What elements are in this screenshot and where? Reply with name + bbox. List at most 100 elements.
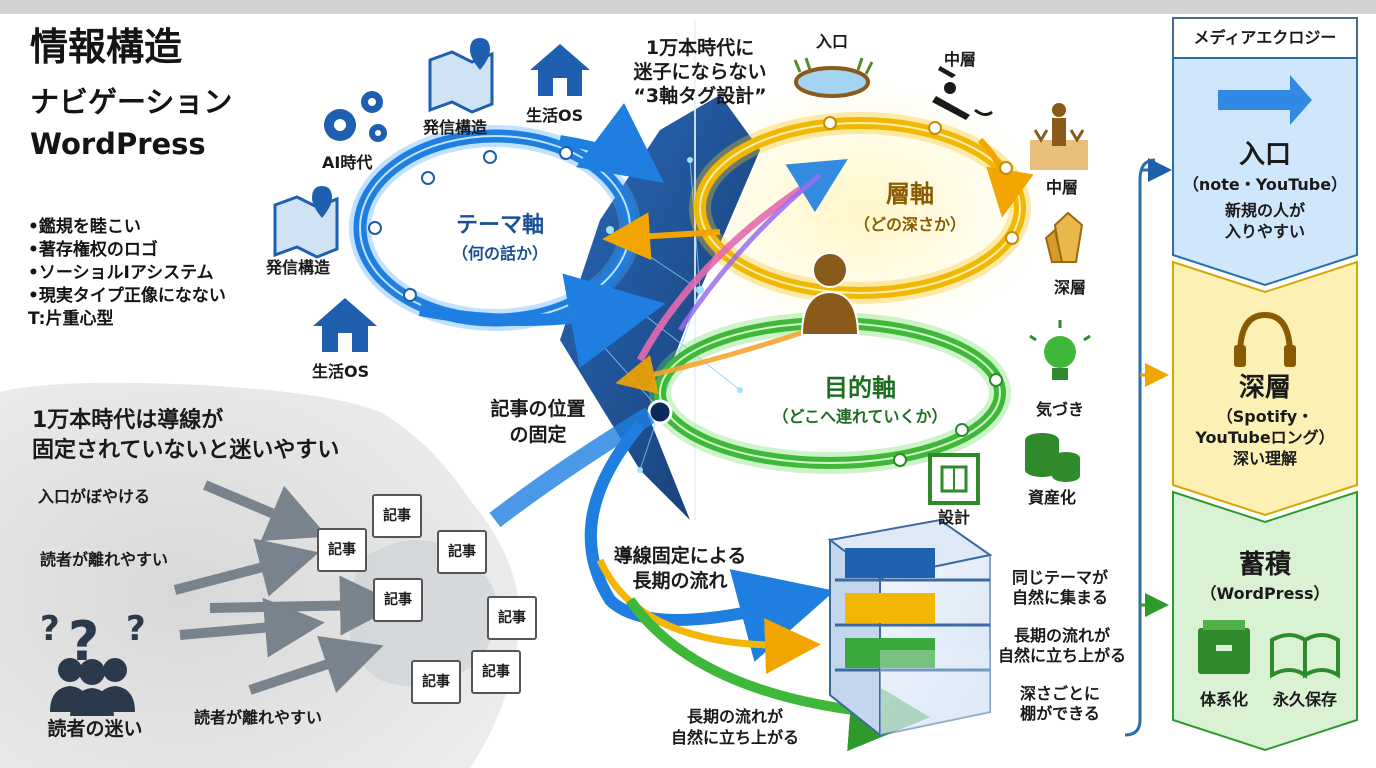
bullet-item: •鑑規を睦こい [28,217,141,237]
top-callout: 1万本時代に 迷子にならない “3軸タグ設計” [633,36,766,108]
shelf-note-line: 長期の流れが [1013,626,1111,645]
house-icon-2 [313,298,377,352]
shelf-note-line: 棚ができる [1020,704,1100,723]
question-readers-icon: ? ? ? [40,609,146,716]
flow-bottom-line: 自然に立ち上がる [670,728,800,747]
layer-node-deep: 深層 [1053,278,1087,297]
theme-node-ai-era: AI時代 [322,153,373,172]
lightbulb-icon [1029,320,1091,380]
confusion-label-entrance-blurred: 入口がぼやける [38,487,151,506]
entrance-desc-line: 新規の人が [1224,201,1306,220]
article-doc: 記事 [471,650,521,694]
coins-icon [1025,433,1080,482]
panel-store-bg [1172,490,1358,752]
blueprint-icon [928,453,980,505]
theme-node-life-os: 生活OS [526,106,584,125]
page-title: 情報構造 [30,25,183,69]
shelf-note-line: 自然に立ち上がる [997,646,1127,665]
entrance-title: 入口 [1238,140,1292,170]
purpose-inner-arrow [615,327,811,395]
page-subtitle: ナビゲーション [30,85,233,119]
confusion-inflow [489,407,655,528]
layer-node-middle: 中層 [943,50,977,69]
theme-axis-arrow-bottom [418,273,666,368]
ecology-header: メディアエクロジー [1193,28,1337,47]
layer-axis-node-dots [823,116,1019,245]
purpose-node-design: 設計 [937,508,971,527]
confusion-arrows [173,480,400,695]
top-callout-line: 迷子にならない [633,61,767,83]
deep-sub: （Spotify・ YouTubeロング） 深い理解 [1195,406,1334,469]
bullet-item: •著存権权のロゴ [28,240,158,260]
theme-node-publishing-structure: 発信構造 [423,118,488,137]
bookshelf [827,518,993,738]
center-point [647,399,673,425]
theme-to-layer-arrow-2 [677,173,822,332]
top-callout-line: “3軸タグ設計” [633,85,767,107]
confusion-heading-line: 1万本時代は導線が [32,408,224,433]
deep-sub-line: YouTubeロング） [1195,428,1335,447]
theme-axis-desc: （何の話か） [451,244,549,263]
panel-entrance-bg [1172,57,1358,287]
ecology-bracket [1124,158,1156,737]
flow-bottom-label: 長期の流れが 自然に立ち上がる [671,706,799,748]
article-doc: 記事 [373,578,423,622]
shelf-note: 同じテーマが 自然に集まる [1012,568,1108,608]
purpose-axis-node-dots [893,373,1003,467]
theme-node-publishing-structure-2: 発信構造 [266,258,331,277]
shelf-note-line: 自然に集まる [1011,588,1109,607]
purpose-node-assetization: 資産化 [1027,488,1077,507]
svg-text:?: ? [126,609,146,649]
shelf-note: 長期の流れが 自然に立ち上がる [998,626,1126,666]
confusion-heading-line: 固定されていないと迷いやすい [32,438,340,463]
article-doc: 記事 [372,494,422,538]
article-doc: 記事 [437,530,487,574]
top-bar [0,0,1376,14]
open-book-icon [1270,633,1340,679]
deep-desc-line: 深い理解 [1232,449,1298,468]
bullet-list: •鑑規を睦こい •著存権权のロゴ •ソーショルIアシステム •現実タイプ正像にな… [28,216,226,331]
layer-to-theme-arrow [602,212,721,261]
center-label: 記事の位置 の固定 [490,396,585,448]
store-item-permanent: 永久保存 [1272,690,1338,709]
map-pin-icon-2 [273,186,339,259]
shelf-note-line: 深さごとに [1019,684,1101,703]
confusion-label-readers-leave-2: 読者が離れやすい [194,708,323,727]
top-callout-line: 1万本時代に [645,37,755,59]
article-doc: 記事 [487,596,537,640]
theme-axis-node-dots [368,146,573,302]
entrance-desc: 新規の人が 入りやすい [1225,200,1305,242]
shelf-note: 深さごとに 棚ができる [1020,684,1100,724]
layer-axis-desc: （どの深さか） [853,215,967,234]
house-icon [530,44,590,96]
bullet-item: T:片重心型 [28,309,114,329]
flow-to-shelf-blue [584,421,835,662]
archive-box-icon [1198,620,1250,674]
article-doc: 記事 [317,528,367,572]
headphones-icon [1234,311,1296,367]
depth-figure-icon [1030,103,1088,170]
flow-label: 導線固定による 長期の流れ [614,544,746,594]
shelf-note-line: 同じテーマが [1011,568,1109,587]
crystal-icon [1044,211,1084,263]
diver-icon [932,66,993,120]
deep-sub-line: （Spotify・ [1216,407,1314,426]
theme-axis-name: テーマ軸 [455,213,545,238]
layer-node-middle-2: 中層 [1045,178,1079,197]
flow-label-line: 長期の流れ [632,570,728,592]
confusion-heading: 1万本時代は導線が 固定されていないと迷いやすい [32,406,339,466]
layer-axis-name: 層軸 [886,180,934,208]
theme-axis-arrow-top [559,103,665,183]
article-doc: 記事 [411,660,461,704]
entrance-desc-line: 入りやすい [1224,222,1306,241]
store-item-systematize: 体系化 [1199,690,1249,709]
flow-label-line: 導線固定による [613,545,747,567]
store-title: 蓄積 [1238,550,1292,580]
entrance-arrow-icon [1218,75,1312,125]
theme-node-life-os-2: 生活OS [312,362,370,381]
center-label-line: 記事の位置 [490,398,586,420]
flow-bottom-line: 長期の流れが [686,707,784,726]
gear-icon [324,91,387,142]
svg-text:?: ? [40,609,60,649]
bullet-item: •現実タイプ正像になない [28,286,226,306]
